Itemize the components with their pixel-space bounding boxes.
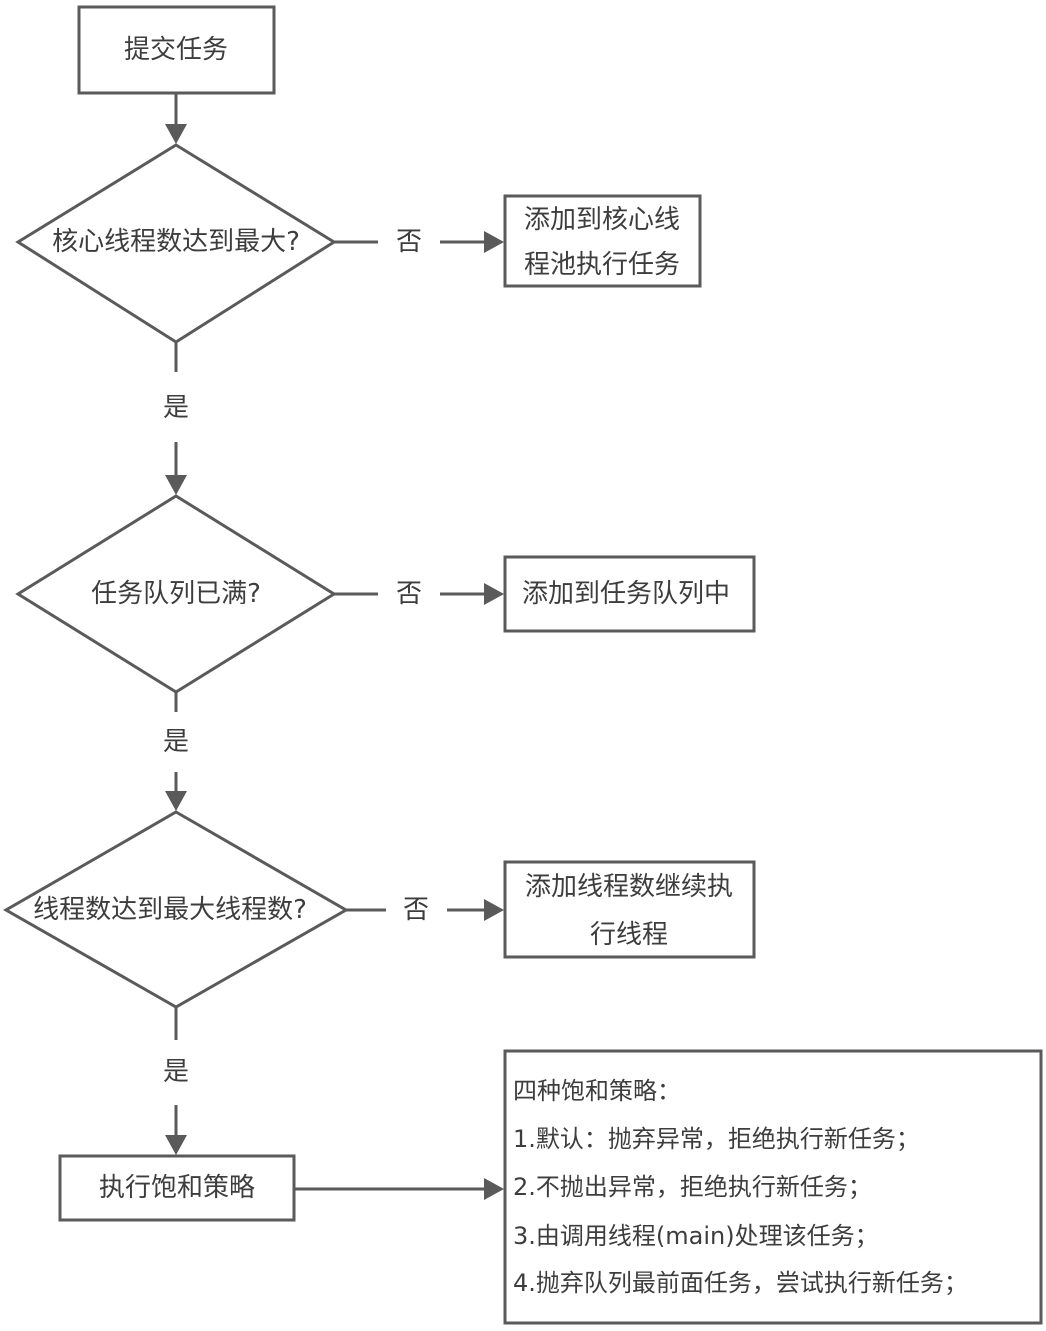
add-core-label-line-2: 程池执行任务 [524,250,680,280]
arrowhead [165,791,187,811]
add-core-label-line-1: 添加到核心线 [524,205,680,235]
policy-note-item: 3.由调用线程(main)处理该任务； [513,1222,879,1250]
arrowhead [484,231,504,253]
add-core-node: 添加到核心线 程池执行任务 [503,194,702,288]
policy-note-title: 四种饱和策略： [513,1077,681,1105]
arrowhead [165,475,187,495]
policy-note-item: 1.默认：抛弃异常，拒绝执行新任务； [513,1125,920,1153]
reject-label: 执行饱和策略 [99,1173,255,1203]
reject-node: 执行饱和策略 [58,1154,296,1222]
arrowhead [484,583,504,605]
core-check-decision: 核心线程数达到最大? [15,143,337,344]
arrowhead [165,1135,187,1155]
arrowhead [484,1178,504,1200]
edge-label-no: 否 [396,579,422,609]
edge-label-yes: 是 [163,1057,189,1087]
core-check-label: 核心线程数达到最大? [52,227,300,257]
start-label: 提交任务 [124,35,228,65]
add-thread-node: 添加线程数继续执 行线程 [503,860,756,959]
max-check-decision: 线程数达到最大线程数? [2,810,350,1009]
policy-note: 四种饱和策略： 1.默认：抛弃异常，拒绝执行新任务； 2.不抛出异常，拒绝执行新… [503,1049,1043,1325]
edge-label-yes: 是 [163,727,189,757]
edge-label-no: 否 [396,227,422,257]
add-queue-node: 添加到任务队列中 [503,555,756,633]
queue-check-decision: 任务队列已满? [15,494,337,694]
edge-label-no: 否 [403,895,429,925]
add-queue-label: 添加到任务队列中 [522,579,730,609]
policy-note-item: 4.抛弃队列最前面任务，尝试执行新任务； [513,1269,968,1297]
policy-note-item: 2.不抛出异常，拒绝执行新任务； [513,1173,872,1201]
add-thread-label-line-2: 行线程 [590,920,668,950]
arrowhead [484,899,504,921]
edge-label-yes: 是 [163,393,189,423]
add-thread-label-line-1: 添加线程数继续执 [525,872,733,902]
max-check-label: 线程数达到最大线程数? [33,895,307,925]
start-node: 提交任务 [77,5,276,95]
arrowhead [165,124,187,144]
queue-check-label: 任务队列已满? [91,579,261,609]
